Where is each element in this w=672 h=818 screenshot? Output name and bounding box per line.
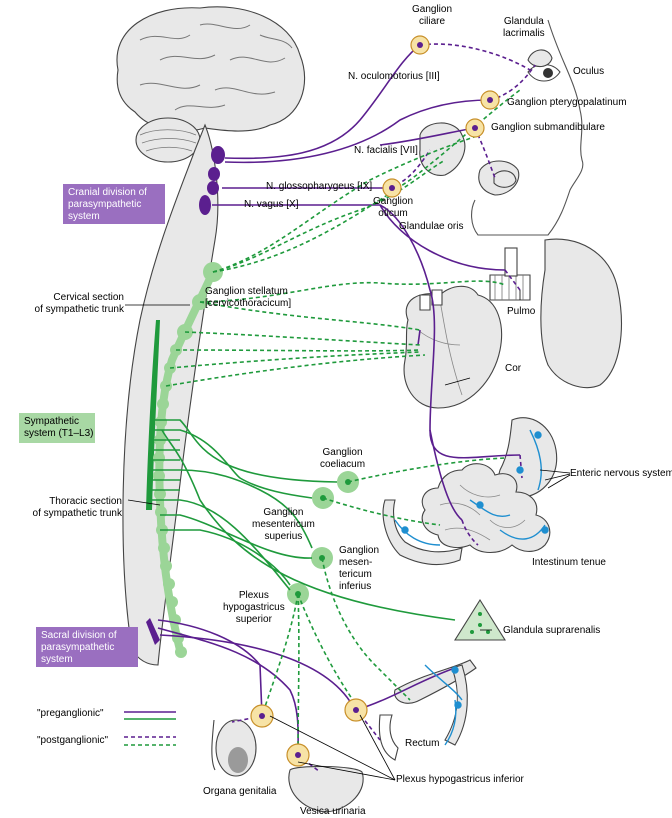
eye — [527, 63, 561, 82]
label-ganglion-submandibulare: Ganglion submandibulare — [491, 122, 605, 133]
bladder — [288, 765, 364, 813]
label-ganglion-pterygopalatinum: Ganglion pterygopalatinum — [507, 97, 627, 108]
lacrimal-gland — [527, 49, 553, 68]
adrenal-gland — [454, 598, 506, 641]
legend-postganglionic: "postganglionic" — [37, 735, 109, 746]
label-intestinum-tenue: Intestinum tenue — [532, 557, 606, 568]
box-sacral-division: Sacral division of parasympathetic syste… — [36, 627, 138, 667]
lateral-horn-sympathetic — [146, 320, 160, 510]
label-n-glossopharygeus: N. glossopharygeus [IX] — [266, 181, 373, 192]
label-rectum: Rectum — [405, 738, 440, 749]
label-n-facialis: N. facialis [VII] — [354, 145, 418, 156]
trachea — [489, 247, 531, 301]
legend-preganglionic: "preganglionic" — [37, 708, 104, 719]
brainstem-spinal-cord — [122, 123, 219, 666]
label-n-vagus: N. vagus [X] — [244, 199, 299, 210]
sacral-nuclei — [146, 618, 160, 645]
label-glandula-lacrimalis: Glandula lacrimalis — [503, 16, 545, 39]
label-glandulae-oris: Glandulae oris — [399, 221, 464, 232]
label-vesica-urinaria: Vesica urinaria — [300, 806, 366, 817]
label-ganglion-oticum: Ganglion oticum — [373, 196, 414, 219]
box-cranial-division: Cranial division of parasympathetic syst… — [63, 184, 165, 224]
label-ganglion-ciliare: Ganglion ciliare — [412, 4, 453, 27]
parasympathetic-ganglia — [250, 35, 500, 767]
parasympathetic-pathways — [157, 43, 536, 773]
leader-lines — [125, 290, 571, 781]
colon — [382, 499, 463, 566]
legend-lines — [124, 711, 176, 746]
label-thoracic-section: Thoracic section of sympathetic trunk — [32, 496, 122, 519]
brain — [116, 6, 306, 132]
label-oculus: Oculus — [573, 66, 605, 77]
genital-organs — [211, 719, 257, 777]
enteric-network — [394, 429, 549, 746]
label-enteric-nervous-system: Enteric nervous system — [570, 468, 672, 479]
label-ganglion-coeliacum: Ganglion coeliacum — [320, 447, 366, 470]
head-profile — [471, 19, 584, 236]
label-glandula-suprarenalis: Glandula suprarenalis — [503, 625, 601, 636]
label-n-oculomotorius: N. oculomotorius [III] — [348, 71, 440, 82]
lung — [540, 238, 622, 389]
heart — [403, 285, 503, 409]
label-cervical-section: Cervical section of sympathetic trunk — [34, 292, 124, 315]
label-plexus-hypogastricus-inferior: Plexus hypogastricus inferior — [396, 774, 524, 785]
cerebellum — [135, 117, 201, 163]
label-pulmo: Pulmo — [507, 306, 536, 317]
box-sympathetic-system: Sympathetic system (T1–L3) — [19, 413, 95, 443]
label-ganglion-mesentericum-inferius: Ganglion mesen- tericum inferius — [339, 545, 380, 592]
cranial-nuclei — [199, 146, 225, 215]
label-ganglion-mesentericum-superius: Ganglion mesentericum superius — [252, 507, 315, 542]
label-plexus-hypogastricus-superior: Plexus hypogastricus superior — [223, 590, 285, 625]
label-ganglion-stellatum: Ganglion stellatum [cervicothoracicum] — [205, 286, 292, 309]
label-cor: Cor — [505, 363, 522, 374]
label-organa-genitalia: Organa genitalia — [203, 786, 277, 797]
intestinum-tenue-shape — [421, 463, 551, 554]
